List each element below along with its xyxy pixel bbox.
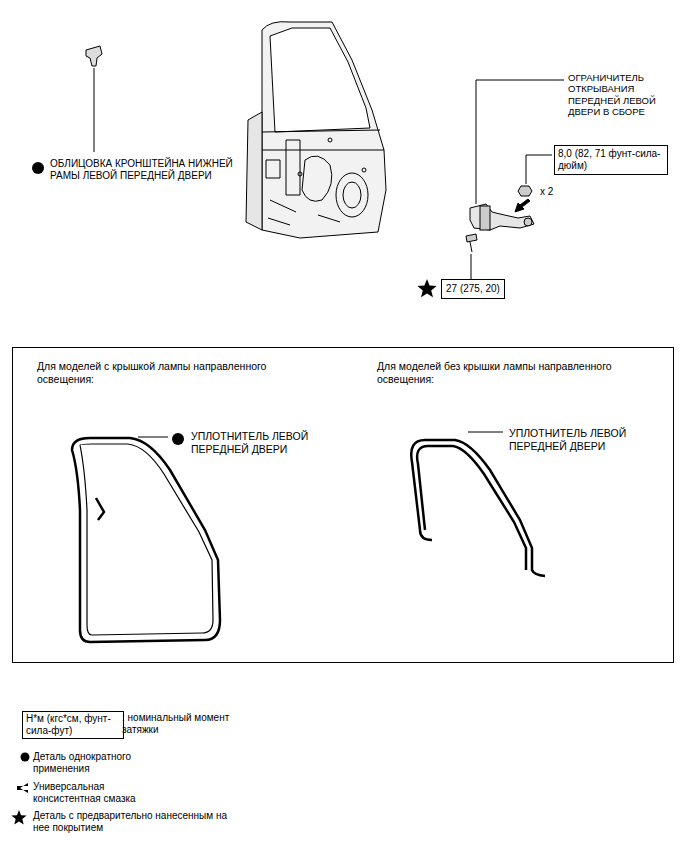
legend-text: Универсальная консистентная смазка <box>33 781 173 805</box>
single-use-mark <box>32 162 44 174</box>
single-use-mark <box>172 433 184 445</box>
leader-line <box>476 80 564 204</box>
torque-box: 8,0 (82, 71 фунт-сила-дюйм) <box>554 145 668 175</box>
leader-line <box>138 437 168 438</box>
precoated-mark <box>417 279 436 297</box>
single-use-mark <box>21 753 30 762</box>
part-name: УПЛОТНИТЕЛЬ ЛЕВОЙ ПЕРЕДНЕЙ ДВЕРИ <box>509 427 639 452</box>
legend-text: : номинальный момент затяжки <box>122 712 242 736</box>
variant-heading: Для моделей с крышкой лампы направленног… <box>37 360 287 385</box>
leader-line <box>468 432 503 433</box>
door-check <box>470 204 534 230</box>
leader-line <box>471 254 472 282</box>
bracket-cover <box>86 46 102 66</box>
grease-arrow <box>515 199 530 212</box>
part-name: ОГРАНИЧИТЕЛЬ ОТКРЫВАНИЯ ПЕРЕДНЕЙ ЛЕВОЙ Д… <box>568 72 684 118</box>
part-name: УПЛОТНИТЕЛЬ ЛЕВОЙ ПЕРЕДНЕЙ ДВЕРИ <box>191 430 321 455</box>
grease-arrow <box>17 783 28 793</box>
bolt <box>466 234 477 252</box>
legend-text: Деталь однократного применения <box>33 751 153 775</box>
torque-value: Н*м (кгс*см, фунт-сила-фут) <box>26 713 118 737</box>
quantity: x 2 <box>540 186 570 198</box>
torque-value: 8,0 (82, 71 фунт-сила-дюйм) <box>558 148 662 172</box>
torque-value: 27 (275, 20) <box>446 283 500 295</box>
door-seal <box>72 438 220 642</box>
variant-frame: Для моделей с крышкой лампы направленног… <box>12 347 674 663</box>
door-seal <box>411 440 545 576</box>
leader-line <box>94 68 95 152</box>
variant-heading: Для моделей без крышки лампы направленно… <box>377 360 627 385</box>
precoated-mark <box>11 810 26 825</box>
part-name: ОБЛИЦОВКА КРОНШТЕЙНА НИЖНЕЙ РАМЫ ЛЕВОЙ П… <box>50 158 265 182</box>
nut <box>518 186 532 196</box>
legend-torque-box: Н*м (кгс*см, фунт-сила-фут) <box>22 711 124 739</box>
leader-line <box>526 155 552 184</box>
legend-text: Деталь с предварительно нанесенным на не… <box>33 810 243 834</box>
door-panel <box>246 22 386 238</box>
torque-box: 27 (275, 20) <box>441 279 505 299</box>
